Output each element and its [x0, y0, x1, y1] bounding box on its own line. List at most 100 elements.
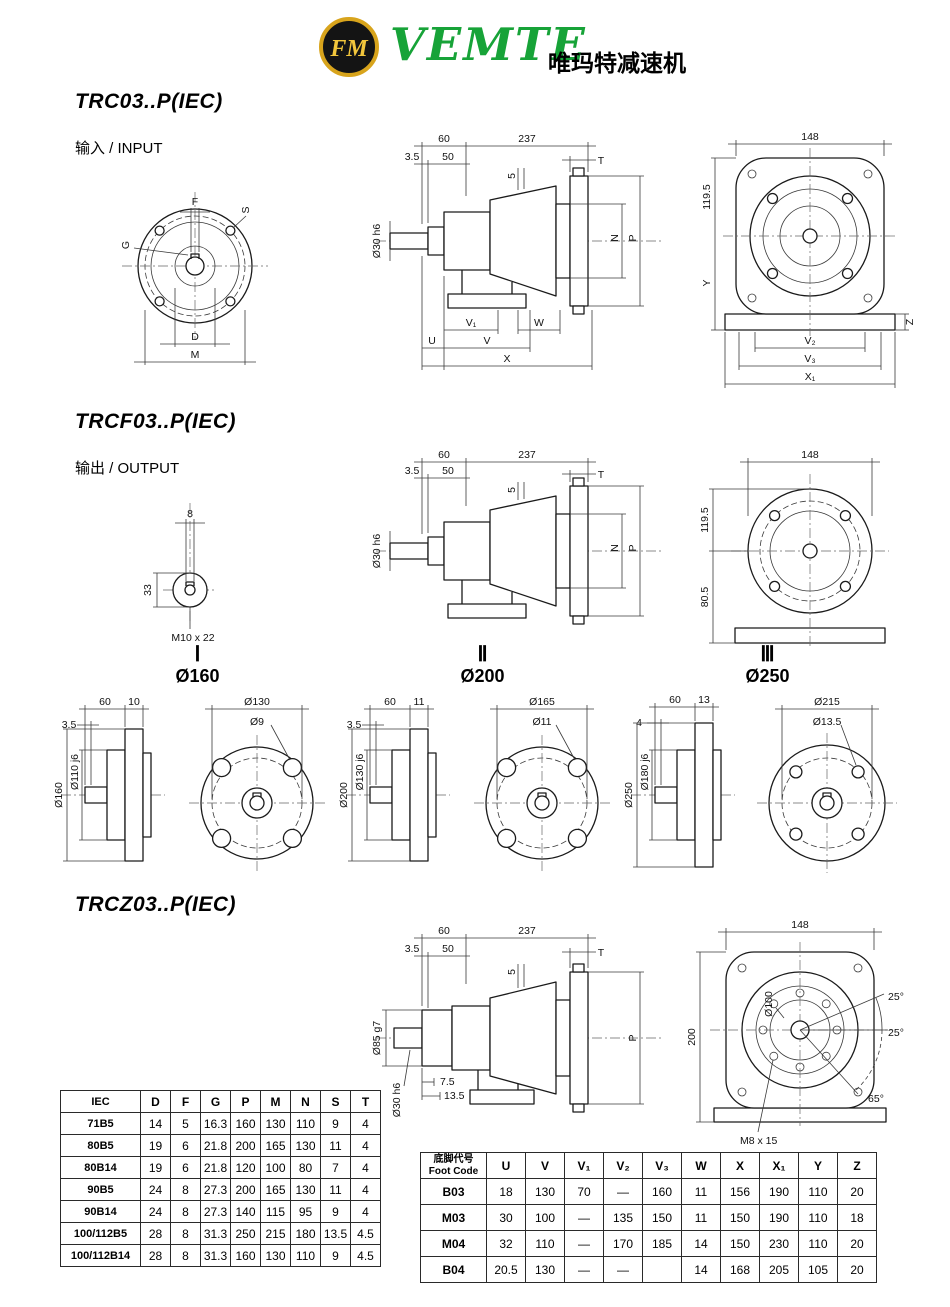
table-cell: 9	[320, 1200, 351, 1223]
dim-big-shaft-dia-label: Ø85 g7	[371, 1021, 383, 1056]
table-cell: 8	[170, 1200, 201, 1223]
table-cell: 130	[290, 1134, 321, 1157]
table-cell: 28	[140, 1222, 171, 1245]
dim-50-label: 50	[442, 151, 454, 163]
table-cell: 24	[140, 1200, 171, 1223]
table-cell: 18	[486, 1178, 526, 1205]
table-cell: 110	[798, 1204, 838, 1231]
table-cell: 4	[350, 1200, 381, 1223]
dim-thickness-label: 11	[414, 696, 425, 708]
dim-60-label: 60	[99, 696, 111, 708]
table-cell: 8	[170, 1222, 201, 1245]
dim-m-label: M	[191, 349, 200, 361]
dim-100-dia-label: Ø100	[763, 991, 775, 1017]
table-cell: 120	[230, 1156, 261, 1179]
column-header: P	[230, 1090, 261, 1113]
drawing-flange2-side-view: 60 11 3.5 Ø200 Ø130 j6	[338, 696, 450, 862]
table-cell: 215	[260, 1222, 291, 1245]
column-header: U	[486, 1152, 526, 1179]
dim-s-label: S	[240, 206, 252, 213]
table-cell: 4	[350, 1178, 381, 1201]
table-cell: 20	[837, 1230, 877, 1257]
drawing-trcz-rear-view: 148 200 Ø100 25° 25° 65° M8 x 15	[686, 919, 904, 1147]
table-cell: 4.5	[350, 1244, 381, 1267]
table-cell: 21.8	[200, 1156, 231, 1179]
table-cell: 5	[170, 1112, 201, 1135]
dim-119_5-label: 119.5	[699, 507, 711, 533]
row-header: 71B5	[60, 1112, 141, 1135]
table-cell: 160	[230, 1244, 261, 1267]
dim-p-label: P	[627, 234, 639, 241]
table-cell: 11	[681, 1204, 721, 1231]
dim-3_5-label: 3.5	[347, 719, 362, 731]
dim-v1-label: V₁	[466, 317, 477, 329]
column-header: V₁	[564, 1152, 604, 1179]
table-cell: 190	[759, 1204, 799, 1231]
dim-5-label: 5	[506, 487, 518, 493]
dim-p-label: P	[627, 1034, 639, 1041]
dim-5-label: 5	[506, 969, 518, 975]
dim-33-label: 33	[142, 584, 154, 596]
table-cell: 200	[230, 1178, 261, 1201]
table-corner-header: IEC	[60, 1090, 141, 1113]
column-header: Y	[798, 1152, 838, 1179]
column-header: V	[525, 1152, 565, 1179]
dim-148-label: 148	[801, 131, 819, 143]
variant2-title: Ø200	[460, 666, 505, 686]
dim-u-label: U	[428, 335, 436, 347]
angle-65-label: 65°	[868, 1093, 884, 1105]
dim-v3-label: V₃	[804, 353, 815, 365]
dim-shaft-dia-label: Ø30 h6	[371, 224, 383, 259]
table-cell: 13.5	[320, 1222, 351, 1245]
drawing-flange1-front-view: Ø130 Ø9	[189, 696, 325, 871]
table-cell: 4.5	[350, 1222, 381, 1245]
angle-25-bottom-label: 25°	[888, 1027, 904, 1039]
drawing-input-front-view: F S G D M	[120, 192, 268, 365]
section2-subtitle: 输出 / OUTPUT	[75, 460, 180, 477]
column-header: G	[200, 1090, 231, 1113]
column-header: D	[140, 1090, 171, 1113]
section1-title: TRC03..P(IEC)	[75, 90, 223, 113]
dim-119_5-label: 119.5	[701, 184, 713, 210]
table-cell: 160	[642, 1178, 682, 1205]
column-header: T	[350, 1090, 381, 1113]
dim-bolt-circle-label: Ø215	[814, 696, 840, 708]
table-cell: 168	[720, 1256, 760, 1283]
dim-3_5-label: 3.5	[405, 151, 420, 163]
table-cell: 27.3	[200, 1200, 231, 1223]
table-cell: 115	[260, 1200, 291, 1223]
table-cell: 130	[260, 1244, 291, 1267]
table-cell: 110	[525, 1230, 565, 1257]
table-cell: 27.3	[200, 1178, 231, 1201]
dim-g-label: G	[120, 241, 132, 249]
dim-shaft-dia-label: Ø30 h6	[371, 534, 383, 569]
table-cell: 110	[798, 1178, 838, 1205]
row-header: M04	[420, 1230, 487, 1257]
dim-spigot-dia-label: Ø180 j6	[639, 753, 651, 790]
table-cell: 20	[837, 1256, 877, 1283]
table-cell: 31.3	[200, 1222, 231, 1245]
table-cell: 130	[260, 1112, 291, 1135]
row-header: 90B5	[60, 1178, 141, 1201]
dim-spigot-dia-label: Ø130 j6	[354, 753, 366, 790]
row-header: 90B14	[60, 1200, 141, 1223]
table-cell: 95	[290, 1200, 321, 1223]
dim-60-label: 60	[669, 694, 681, 706]
variant3-numeral: Ⅲ	[760, 642, 775, 666]
dim-148-label: 148	[791, 919, 809, 931]
dim-p-label: P	[627, 544, 639, 551]
dim-60-label: 60	[384, 696, 396, 708]
